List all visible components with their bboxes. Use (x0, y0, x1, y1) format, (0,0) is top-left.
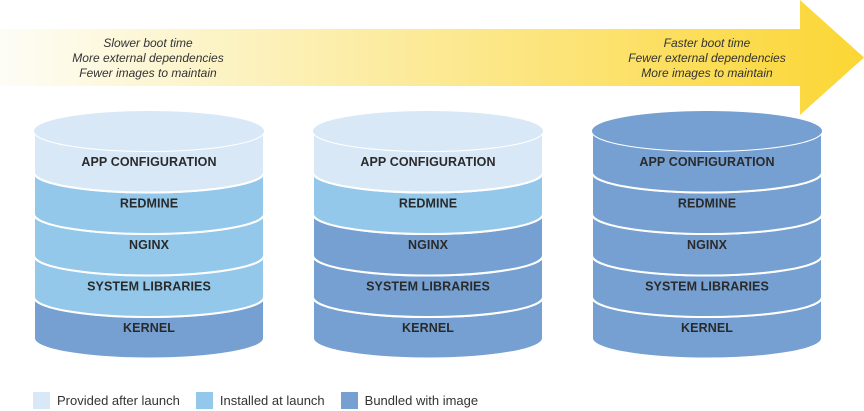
layer-label: NGINX (129, 238, 170, 252)
right-caption-line: Faster boot time (664, 36, 751, 50)
layer-label: SYSTEM LIBRARIES (645, 279, 769, 293)
left-caption-line: Fewer images to maintain (79, 66, 217, 80)
left-caption: Slower boot time More external dependenc… (72, 36, 223, 80)
layer-label: APP CONFIGURATION (639, 155, 774, 169)
left-caption-line: More external dependencies (72, 51, 223, 65)
legend-swatch (195, 392, 213, 409)
layer-label: SYSTEM LIBRARIES (366, 279, 490, 293)
layer-label: REDMINE (120, 196, 178, 210)
left-caption-line: Slower boot time (103, 36, 193, 50)
stack: APP CONFIGURATION REDMINE NGINX SYSTEM LIBR… (591, 111, 823, 360)
right-caption-line: More images to maintain (641, 66, 773, 80)
layer-label: NGINX (408, 238, 449, 252)
layer-label: REDMINE (399, 196, 457, 210)
layer-label: REDMINE (678, 196, 736, 210)
layer-label: APP CONFIGURATION (81, 155, 216, 169)
stack: APP CONFIGURATION REDMINE NGINX SYSTEM LIBR… (312, 111, 544, 360)
legend-label: Bundled with image (364, 393, 479, 408)
layer-label: NGINX (687, 238, 728, 252)
legend-label: Installed at launch (219, 393, 325, 408)
legend-item: Provided after launch (33, 392, 180, 409)
tradeoff-arrow (0, 0, 864, 115)
legend-swatch (33, 392, 50, 409)
right-caption-line: Fewer external dependencies (628, 51, 785, 65)
legend-label: Provided after launch (57, 393, 180, 408)
stack-top-cap (592, 111, 822, 151)
stacks-group: APP CONFIGURATION REDMINE NGINX SYSTEM LIBR… (33, 111, 823, 360)
layer-label: APP CONFIGURATION (360, 155, 495, 169)
right-caption: Faster boot time Fewer external dependen… (628, 36, 785, 80)
layer-label: KERNEL (402, 321, 454, 335)
legend-item: Bundled with image (340, 392, 479, 409)
stack: APP CONFIGURATION REDMINE NGINX SYSTEM LIBR… (33, 111, 265, 360)
legend: Provided after launch Installed at launch… (33, 392, 494, 409)
layer-label: KERNEL (123, 321, 175, 335)
layer-label: KERNEL (681, 321, 733, 335)
stack-top-cap (313, 111, 543, 151)
layer-label: SYSTEM LIBRARIES (87, 279, 211, 293)
legend-item: Installed at launch (195, 392, 325, 409)
stack-top-cap (34, 111, 264, 151)
legend-swatch (340, 392, 358, 409)
